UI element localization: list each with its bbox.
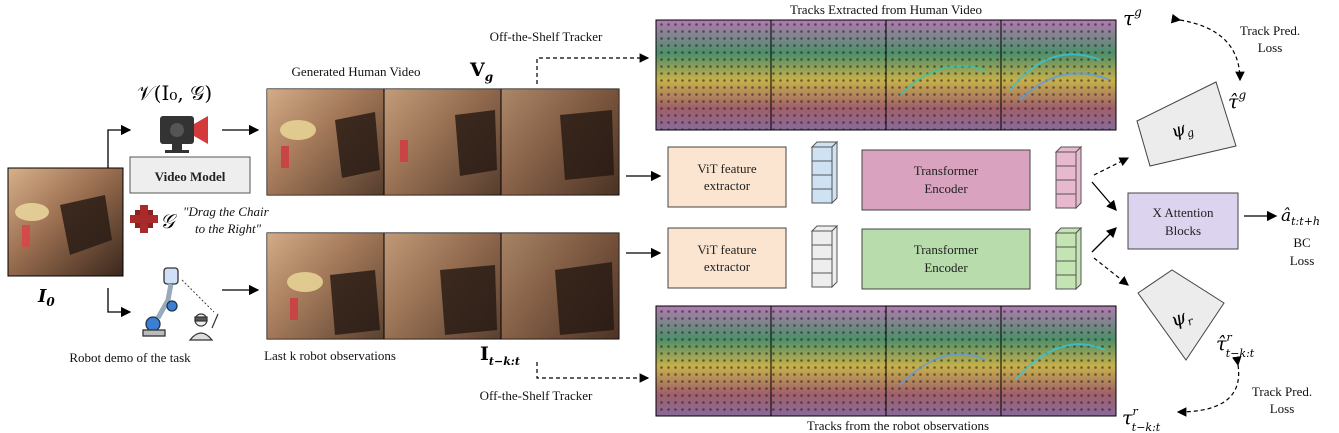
robot-observation-frames xyxy=(266,232,620,340)
xattn-line1: X Attention xyxy=(1152,205,1214,220)
tau-g-symbol: τg xyxy=(1123,5,1142,30)
track-loss-arrow-bottom xyxy=(1176,355,1242,417)
track-loss-bottom-line2: Loss xyxy=(1270,401,1295,416)
initial-observation-image xyxy=(7,167,124,277)
arrow-tracker-bottom xyxy=(536,362,650,383)
arrow-tracker-top xyxy=(536,53,650,84)
video-model-math: 𝒱(I₀, 𝒢) xyxy=(137,81,212,105)
track-loss-top-line2: Loss xyxy=(1258,40,1283,55)
transformer-bottom-line2: Encoder xyxy=(924,260,968,275)
robot-demo-label: Robot demo of the task xyxy=(69,350,191,365)
bc-loss-line1: BC xyxy=(1293,235,1310,250)
x-attention-blocks xyxy=(1127,192,1239,250)
track-loss-top-line1: Track Pred. xyxy=(1240,23,1300,38)
video-model-label: Video Model xyxy=(155,169,226,184)
token-stack-encoder-top xyxy=(1054,145,1083,210)
track-loss-bottom-line1: Track Pred. xyxy=(1252,384,1312,399)
robot-arm-icon xyxy=(142,267,179,337)
goal-text-line1: "Drag the Chair xyxy=(183,204,270,219)
arrow-bottom-to-xattn xyxy=(1091,227,1117,253)
arrow-to-psi-g xyxy=(1093,157,1130,176)
human-video-symbol: Vg xyxy=(469,59,493,84)
human-teleoperator-icon xyxy=(188,313,219,341)
action-symbol: ât:t+h xyxy=(1281,206,1320,228)
add-icon xyxy=(130,205,158,233)
arrow-to-psi-r xyxy=(1093,257,1129,286)
token-stack-vit-top xyxy=(810,140,839,205)
initial-obs-symbol: I0 xyxy=(37,286,55,309)
robot-obs-symbol: It−k:t xyxy=(480,343,520,368)
human-video-frames xyxy=(266,88,620,196)
vit-top-line1: ViT feature xyxy=(697,161,756,176)
token-stack-vit-bottom xyxy=(810,224,839,289)
psi-g-head xyxy=(1136,81,1237,167)
vit-extractor-bottom xyxy=(667,227,787,289)
tracks-top-title: Tracks Extracted from Human Video xyxy=(790,2,982,17)
vit-bottom-line1: ViT feature xyxy=(697,242,756,257)
arrow-to-robot-demo xyxy=(107,288,132,318)
transformer-top-line2: Encoder xyxy=(924,181,968,196)
human-video-title: Generated Human Video xyxy=(292,64,421,79)
robot-obs-title: Last k robot observations xyxy=(264,348,396,363)
video-model-box xyxy=(129,156,251,194)
vit-top-line2: extractor xyxy=(704,178,751,193)
tracker-label-bottom: Off-the-Shelf Tracker xyxy=(480,388,593,403)
track-loss-arrow-top xyxy=(1170,13,1245,82)
transformer-encoder-top xyxy=(861,149,1031,211)
psi-r-head xyxy=(1137,269,1225,361)
transformer-bottom-line1: Transformer xyxy=(914,242,979,257)
vit-extractor-top xyxy=(667,146,787,208)
arrow-top-to-xattn xyxy=(1091,181,1117,211)
camera-icon xyxy=(160,116,208,153)
robot-observation-tracks xyxy=(655,305,1117,417)
transformer-top-line1: Transformer xyxy=(914,163,979,178)
tracks-bottom-title: Tracks from the robot observations xyxy=(807,418,989,433)
transformer-encoder-bottom xyxy=(861,228,1031,290)
arrow-to-video-model xyxy=(107,124,132,168)
xattn-line2: Blocks xyxy=(1165,223,1201,238)
tau-g-hat-symbol: τ̂g xyxy=(1228,88,1247,113)
goal-text-line2: to the Right" xyxy=(195,221,262,236)
vit-bottom-line2: extractor xyxy=(704,259,751,274)
bc-loss-line2: Loss xyxy=(1290,253,1315,268)
human-video-tracks xyxy=(655,19,1117,131)
tracker-label-top: Off-the-Shelf Tracker xyxy=(490,29,603,44)
goal-symbol: 𝒢 xyxy=(160,209,178,233)
token-stack-encoder-bottom xyxy=(1054,226,1083,291)
